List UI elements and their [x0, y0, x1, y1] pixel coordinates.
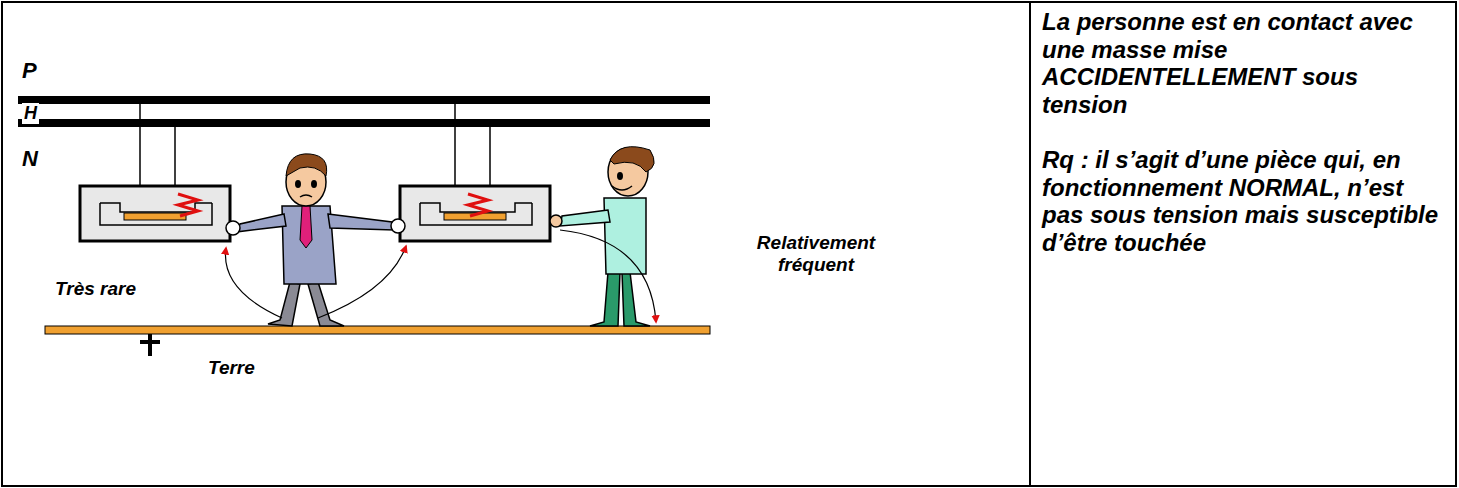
definition-text: La personne est en contact avec une mass…: [1042, 8, 1442, 118]
person-touching-two-masses: [226, 154, 405, 326]
divider: [1029, 2, 1031, 486]
conductor-name: H: [22, 103, 39, 124]
frequency-note: Très rare: [55, 278, 136, 300]
conductor-name: N: [22, 146, 38, 171]
ground-name: Terre: [208, 357, 255, 379]
current-path-arrows: [225, 230, 656, 322]
remark-text: Rq : il s’agit d’une pièce qui, en fonct…: [1042, 146, 1442, 256]
neutral-line: [18, 119, 710, 127]
phase-line: [18, 96, 710, 104]
conductor-name: P: [22, 58, 37, 83]
ground-bar: [45, 326, 710, 334]
device-housing: [400, 186, 550, 241]
person-touching-mass: [550, 147, 654, 326]
device-housing: [80, 186, 230, 241]
earth-symbol: [140, 334, 160, 356]
frequency-note: Relativement fréquent: [726, 232, 906, 276]
